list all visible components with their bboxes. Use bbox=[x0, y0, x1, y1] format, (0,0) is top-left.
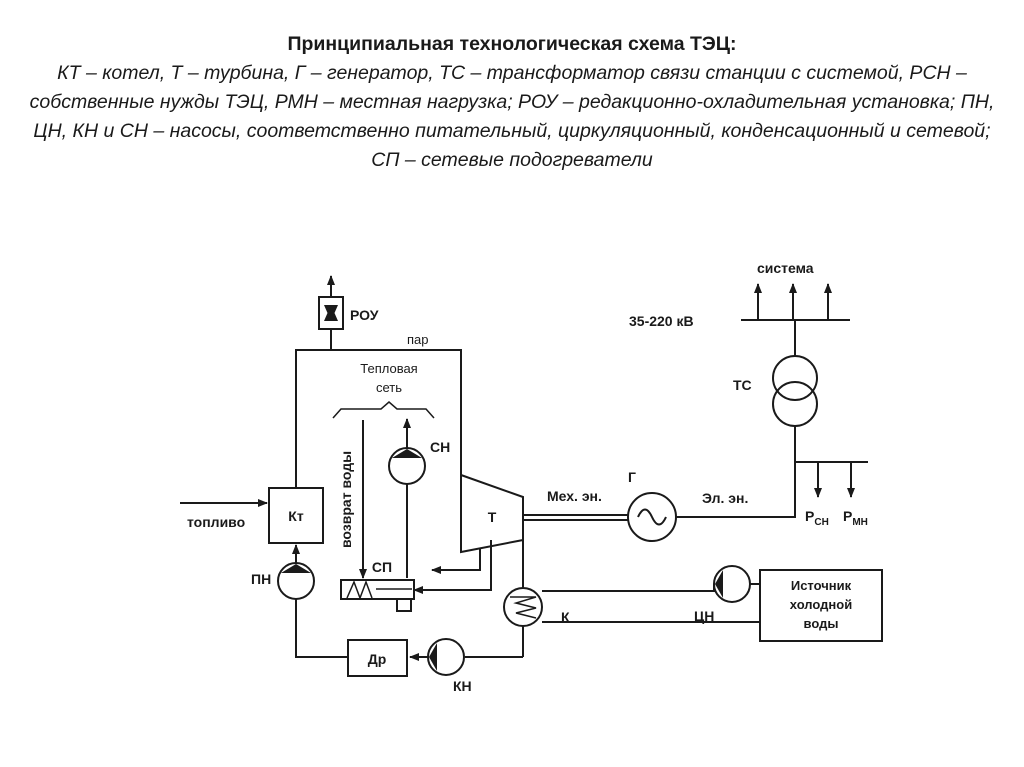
circulation-pump-tsn bbox=[713, 565, 751, 603]
kn-label: КН bbox=[453, 678, 472, 694]
diagram-caption: Принципиальная технологическая схема ТЭЦ… bbox=[20, 30, 1004, 175]
network-pump-sn-triangle bbox=[392, 449, 422, 458]
voltage-label: 35-220 кВ bbox=[629, 313, 694, 329]
boiler-label: Кт bbox=[288, 508, 304, 524]
steam-line bbox=[295, 349, 462, 488]
heat-network-brace bbox=[332, 401, 435, 419]
mech-energy-label: Мех. эн. bbox=[547, 488, 602, 504]
sp-label: СП bbox=[372, 559, 392, 575]
turbine-label: Т bbox=[488, 509, 497, 525]
fuel-label: топливо bbox=[187, 514, 245, 530]
cold-source-label-1: Источник bbox=[791, 578, 852, 593]
rou-label: РОУ bbox=[350, 307, 379, 323]
sp-condensate-drain bbox=[431, 548, 481, 574]
network-heater-sp bbox=[340, 579, 415, 612]
cooling-water-supply bbox=[542, 584, 715, 592]
system-label: система bbox=[757, 260, 814, 276]
boiler-kt bbox=[268, 487, 324, 544]
sn-label: СН bbox=[430, 439, 450, 455]
transformer-ts-lower bbox=[772, 381, 818, 427]
transformer-ts-upper bbox=[772, 355, 818, 401]
pmn-label-sub: МН bbox=[852, 517, 868, 528]
condenser-label: К bbox=[561, 609, 570, 625]
psn-label-sub: СН bbox=[814, 517, 828, 528]
circulation-pump-tsn-triangle bbox=[715, 570, 723, 598]
water-return-label: возврат воды bbox=[338, 451, 354, 548]
heat-network-label-1: Тепловая bbox=[360, 361, 417, 376]
caption-legend: КТ – котел, Т – турбина, Г – генератор, … bbox=[29, 62, 995, 171]
pmn-label-main: Р bbox=[843, 508, 852, 524]
electric-output-line bbox=[676, 425, 796, 518]
deaerator-to-pn bbox=[295, 599, 348, 658]
rou-valve bbox=[318, 296, 344, 330]
psn-label: РСН bbox=[805, 508, 829, 528]
steam-label: пар bbox=[407, 332, 429, 347]
psn-label-main: Р bbox=[805, 508, 814, 524]
heat-network-label-2: сеть bbox=[376, 380, 402, 395]
ts-label: ТС bbox=[733, 377, 752, 393]
generator-sine bbox=[637, 508, 667, 526]
el-energy-label: Эл. эн. bbox=[702, 490, 748, 506]
tsn-label: ЦН bbox=[694, 608, 714, 624]
pmn-label: РМН bbox=[843, 508, 868, 528]
condenser-coil bbox=[510, 596, 537, 619]
pn-label: ПН bbox=[251, 571, 271, 587]
turbine-extraction-to-sp bbox=[413, 540, 492, 594]
generator-label: Г bbox=[628, 469, 636, 485]
condenser-k bbox=[503, 587, 543, 627]
cold-source-label-2: холодной bbox=[790, 597, 852, 612]
feed-pump-pn-triangle bbox=[281, 564, 311, 573]
condensate-pump-kn-triangle bbox=[429, 643, 437, 671]
caption-title: Принципиальная технологическая схема ТЭЦ… bbox=[287, 33, 737, 55]
deaerator-label: Др bbox=[368, 651, 387, 667]
cold-source-label-3: воды bbox=[804, 616, 839, 631]
cold-water-source bbox=[759, 569, 883, 642]
